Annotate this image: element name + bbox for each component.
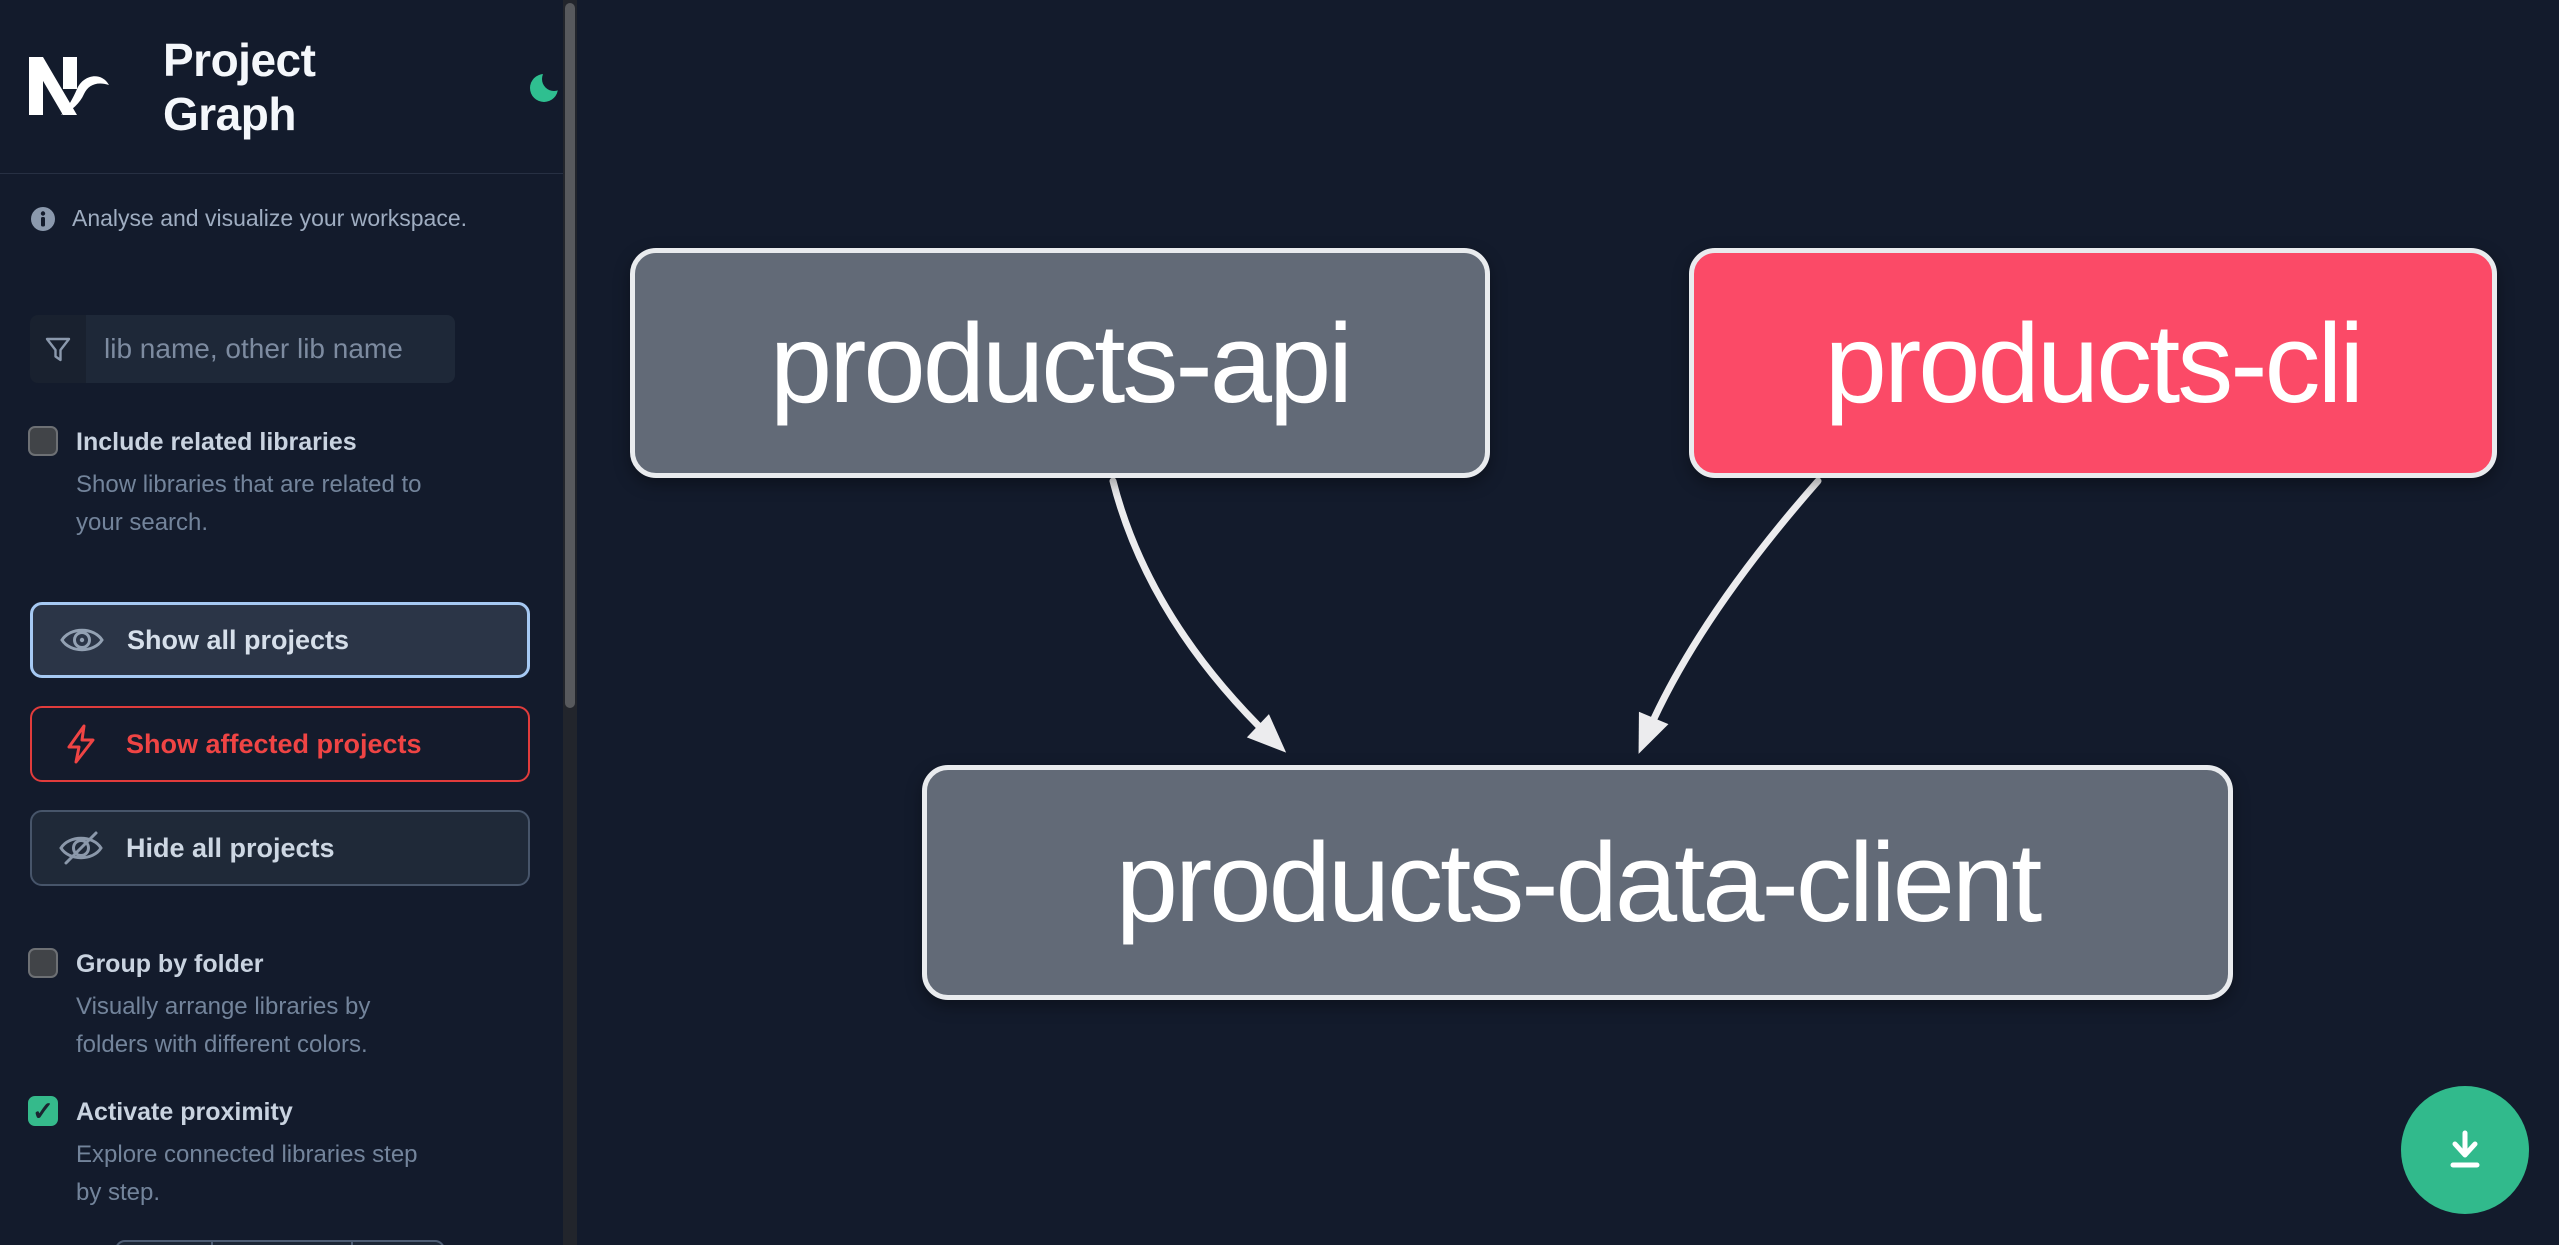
sidebar-scrollbar[interactable]: [563, 0, 577, 1245]
search-box: [30, 315, 455, 383]
node-label: products-api: [769, 300, 1353, 426]
edge-products-api-to-products-data-client: [1109, 477, 1287, 753]
filter-icon-cell: [30, 315, 86, 383]
tagline-text: Analyse and visualize your workspace.: [72, 205, 468, 231]
moon-icon: [530, 66, 566, 102]
activate-proximity-description: Explore connected libraries step by step…: [76, 1141, 418, 1206]
theme-toggle-button[interactable]: [529, 66, 566, 104]
activate-proximity-option: ✓ Activate proximity Explore connected l…: [28, 1096, 528, 1212]
include-related-label: Include related libraries: [76, 428, 357, 456]
group-by-folder-description: Visually arrange libraries by folders wi…: [76, 993, 371, 1058]
search-input[interactable]: [86, 315, 455, 383]
nx-logo-icon: [29, 56, 109, 115]
group-by-folder-label: Group by folder: [76, 950, 264, 978]
show-affected-projects-label: Show affected projects: [126, 728, 422, 759]
include-related-description: Show libraries that are related to your …: [76, 471, 422, 536]
hide-all-projects-label: Hide all projects: [126, 832, 335, 863]
nx-logo[interactable]: [27, 55, 111, 119]
download-icon: [2450, 1130, 2480, 1168]
show-all-projects-label: Show all projects: [127, 624, 350, 655]
stepper-increment-button[interactable]: [351, 1242, 443, 1245]
group-by-folder-checkbox[interactable]: [28, 948, 58, 978]
page-title: Project Graph: [163, 33, 316, 140]
graph-node-products-api[interactable]: products-api: [630, 248, 1490, 478]
eye-off-icon: [58, 830, 104, 866]
sidebar-header: Project Graph: [0, 0, 566, 174]
group-by-folder-option: Group by folder Visually arrange librari…: [28, 948, 528, 1064]
node-label: products-cli: [1824, 300, 2365, 426]
activate-proximity-checkbox[interactable]: ✓: [28, 1096, 58, 1126]
download-image-button[interactable]: [2401, 1086, 2529, 1214]
node-label: products-data-client: [1115, 820, 2043, 945]
graph-canvas[interactable]: products-api products-cli products-data-…: [577, 0, 2559, 1245]
hide-all-projects-button[interactable]: Hide all projects: [30, 810, 530, 886]
filter-funnel-icon: [45, 337, 71, 362]
stepper-value-cell: [211, 1242, 351, 1245]
include-related-checkbox[interactable]: [28, 426, 58, 456]
proximity-stepper: [115, 1240, 445, 1245]
checkmark-icon: ✓: [32, 1095, 54, 1126]
tagline-row: Analyse and visualize your workspace.: [30, 205, 535, 232]
graph-edges: [1109, 477, 1822, 754]
scrollbar-thumb[interactable]: [565, 3, 575, 708]
show-all-projects-button[interactable]: Show all projects: [30, 602, 530, 678]
show-affected-projects-button[interactable]: Show affected projects: [30, 706, 530, 782]
info-icon: [31, 206, 55, 231]
include-related-option: Include related libraries Show libraries…: [28, 426, 528, 542]
graph-node-products-data-client[interactable]: products-data-client: [922, 765, 2233, 1000]
edge-products-cli-to-products-data-client: [1638, 477, 1822, 754]
graph-node-products-cli[interactable]: products-cli: [1689, 248, 2497, 478]
activate-proximity-label: Activate proximity: [76, 1098, 293, 1126]
sidebar: Project Graph Analyse and visualize your…: [0, 0, 566, 1245]
eye-icon: [59, 622, 105, 658]
lightning-bolt-icon: [58, 724, 104, 764]
